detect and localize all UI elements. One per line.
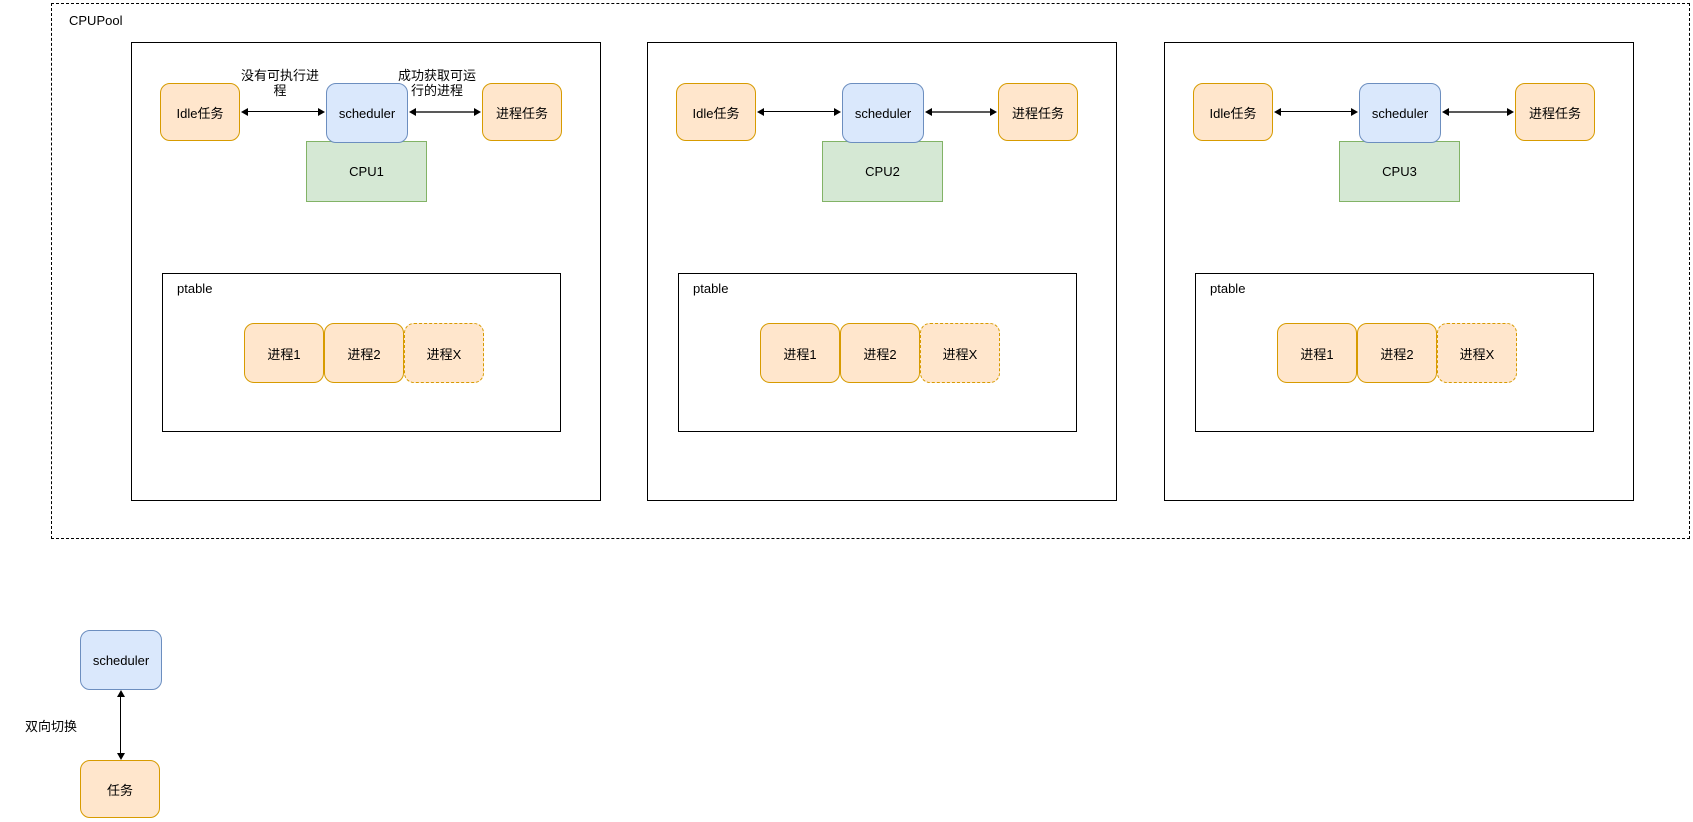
scheduler-node: scheduler <box>1359 83 1441 143</box>
cpu1-section: 没有可执行进程 成功获取可运行的进程 Idle任务 scheduler 进程任务… <box>131 42 601 501</box>
arrow-shaft <box>411 111 479 113</box>
scheduler-node: scheduler <box>842 83 924 143</box>
arrow-head-left <box>925 107 932 116</box>
idle-task-node: Idle任务 <box>160 83 240 141</box>
arrow-shaft <box>243 111 323 112</box>
arrow-shaft <box>120 692 121 758</box>
process-2-node: 进程2 <box>1357 323 1437 383</box>
cpu-node: CPU3 <box>1339 141 1460 202</box>
cpu2-section: Idle任务 scheduler 进程任务 CPU2 ptable 进程1 进程… <box>647 42 1117 501</box>
process-2-node: 进程2 <box>840 323 920 383</box>
arrow-shaft <box>1444 111 1512 113</box>
process-1-node: 进程1 <box>760 323 840 383</box>
process-x-node: 进程X <box>404 323 484 383</box>
arrow-head-right <box>990 107 997 116</box>
cpupool-container: CPUPool 没有可执行进程 成功获取可运行的进程 Idle任务 schedu… <box>51 3 1690 539</box>
arrow-head-down <box>116 753 125 760</box>
process-2-node: 进程2 <box>324 323 404 383</box>
process-1-node: 进程1 <box>244 323 324 383</box>
idle-task-node: Idle任务 <box>676 83 756 141</box>
process-x-node: 进程X <box>920 323 1000 383</box>
ptable-label: ptable <box>1210 281 1246 296</box>
arrow-shaft <box>927 111 995 113</box>
arrow-head-left <box>757 107 764 116</box>
bidirectional-switch-label: 双向切换 <box>25 719 78 734</box>
arrow-shaft <box>1276 111 1356 112</box>
ptable-box: ptable 进程1 进程2 进程X <box>1195 273 1594 432</box>
ptable-label: ptable <box>177 281 213 296</box>
arrow-head-up <box>116 690 125 697</box>
process-task-node: 进程任务 <box>998 83 1078 141</box>
acquired-runnable-process-label: 成功获取可运行的进程 <box>397 68 476 98</box>
cpu3-section: Idle任务 scheduler 进程任务 CPU3 ptable 进程1 进程… <box>1164 42 1634 501</box>
arrow-head-right <box>834 107 841 116</box>
standalone-task-node: 任务 <box>80 760 160 818</box>
process-x-node: 进程X <box>1437 323 1517 383</box>
scheduler-node: scheduler <box>326 83 408 143</box>
ptable-label: ptable <box>693 281 729 296</box>
ptable-box: ptable 进程1 进程2 进程X <box>678 273 1077 432</box>
arrow-head-right <box>318 107 325 116</box>
arrow-head-left <box>409 107 416 116</box>
idle-task-node: Idle任务 <box>1193 83 1273 141</box>
process-1-node: 进程1 <box>1277 323 1357 383</box>
ptable-box: ptable 进程1 进程2 进程X <box>162 273 561 432</box>
cpu-node: CPU2 <box>822 141 943 202</box>
process-task-node: 进程任务 <box>482 83 562 141</box>
cpupool-label: CPUPool <box>69 13 123 28</box>
cpu-node: CPU1 <box>306 141 427 202</box>
no-runnable-process-label: 没有可执行进程 <box>240 68 319 98</box>
process-task-node: 进程任务 <box>1515 83 1595 141</box>
arrow-head-right <box>474 107 481 116</box>
arrow-head-left <box>1274 107 1281 116</box>
arrow-head-left <box>241 107 248 116</box>
standalone-scheduler-node: scheduler <box>80 630 162 690</box>
arrow-head-right <box>1351 107 1358 116</box>
arrow-shaft <box>759 111 839 112</box>
arrow-head-left <box>1442 107 1449 116</box>
arrow-head-right <box>1507 107 1514 116</box>
